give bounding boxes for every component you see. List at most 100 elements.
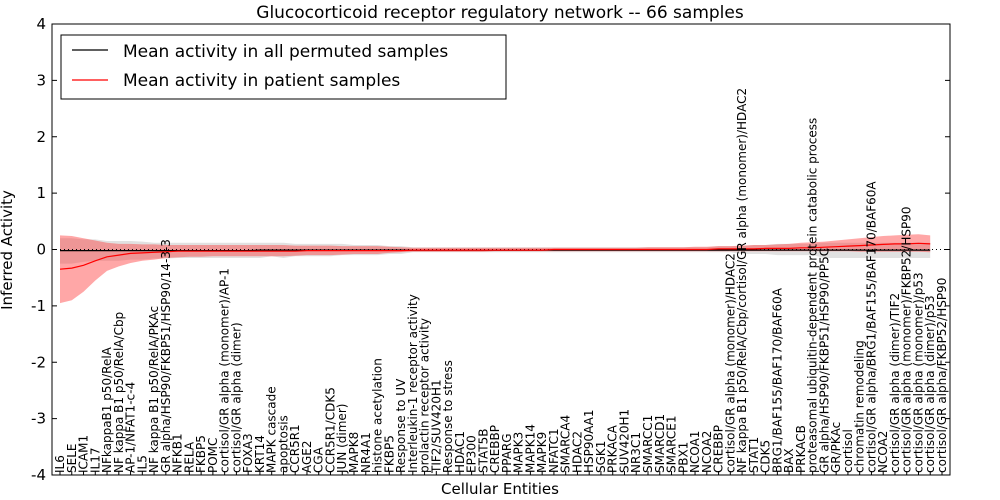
x-tick-label: NFATC1 xyxy=(547,428,561,473)
x-tick-label: cortisol/GR alpha (monomer)/FKBP52/HSP90 xyxy=(900,206,914,473)
x-tick-label: PRKACB xyxy=(794,425,808,473)
x-tick-label: NFkappaB1 p50/RelA xyxy=(100,346,114,473)
x-tick-label: STAT5B xyxy=(476,429,490,474)
y-tick-label: -1 xyxy=(31,297,46,315)
x-tick-label: IL17 xyxy=(88,448,102,474)
x-tick-label: RELA xyxy=(182,441,196,473)
x-tick-label: chromatin remodeling xyxy=(853,340,867,473)
x-tick-label: NR4A1 xyxy=(359,432,373,473)
x-tick-label: NCOA2 xyxy=(700,431,714,473)
plot-frame xyxy=(51,23,951,476)
x-tick-label: HDAC2 xyxy=(570,431,584,473)
series-lines-layer xyxy=(59,242,931,270)
x-tick-label: IL5 xyxy=(135,455,149,473)
x-tick-label: IL6 xyxy=(53,455,67,473)
x-tick-label: MAPK8 xyxy=(347,432,361,473)
x-tick-label: BRG1/BAF155/BAF170/BAF60A xyxy=(770,287,784,473)
chart-title: Glucocorticoid receptor regulatory netwo… xyxy=(256,3,744,23)
x-tick-label: CCR5R1/CDK5 xyxy=(323,387,337,473)
x-tick-label: SGK1 xyxy=(594,441,608,473)
y-axis-ticks: -4 -3 -2 -1 0 1 2 3 4 xyxy=(31,15,950,484)
x-tick-label: cortisol/GR alpha (dimer)/TIF2 xyxy=(888,293,902,473)
x-tick-label: CREBBP xyxy=(712,425,726,473)
x-tick-label: MAPK9 xyxy=(535,432,549,473)
x-tick-label: CREBBP xyxy=(488,425,502,473)
legend-label-permuted: Mean activity in all permuted samples xyxy=(123,42,448,62)
x-tick-label: NF kappa B1 p50/RelA/Cbp xyxy=(112,312,126,473)
x-tick-label: Response to stress xyxy=(441,360,455,473)
x-tick-label: cortisol/GR alpha/FKBP52/HSP90 xyxy=(935,278,949,473)
x-axis-label: Cellular Entities xyxy=(441,480,559,498)
x-tick-label: cortisol/GR alpha (monomer)/HDAC2 xyxy=(723,253,737,473)
x-tick-label: POMC xyxy=(206,438,220,473)
y-tick-label: 0 xyxy=(36,241,46,259)
y-tick-label: 1 xyxy=(36,184,46,202)
x-tick-label: GR alpha/HSP90/FKBP51/HSP90/PP5C xyxy=(817,248,831,473)
x-tick-label: NCOA1 xyxy=(688,431,702,473)
x-tick-label: FKBP5 xyxy=(382,435,396,473)
x-tick-label: cortisol/GR alpha (dimer) xyxy=(229,322,243,473)
x-tick-label: MAPK3 xyxy=(512,432,526,473)
y-tick-label: -4 xyxy=(31,466,46,484)
x-tick-label: Interleukin-1 receptor activity xyxy=(406,294,420,473)
y-tick-label: 4 xyxy=(36,15,46,33)
x-tick-label: TIF2/SUV420H1 xyxy=(429,379,443,474)
x-tick-label: CGA xyxy=(312,446,326,473)
x-tick-label: SUV420H1 xyxy=(617,409,631,473)
x-tick-label: Response to UV xyxy=(394,378,408,473)
x-tick-label: SMARCA4 xyxy=(559,415,573,473)
x-tick-label: FOXA3 xyxy=(241,433,255,473)
legend-box xyxy=(60,34,507,100)
y-tick-label: -2 xyxy=(31,353,46,371)
x-tick-label: AP-1/NFAT1-c-4 xyxy=(124,382,138,473)
x-tick-label: HDAC1 xyxy=(453,431,467,473)
x-tick-label: BAX xyxy=(782,448,796,473)
x-tick-label: proteasomal ubiquitin-dependent protein … xyxy=(806,118,820,473)
x-tick-label: MAPK cascade xyxy=(265,386,279,473)
x-tick-label: CCR5R1 xyxy=(288,424,302,473)
x-tick-label: histone acetylation xyxy=(371,358,385,473)
x-tick-label: ICAM1 xyxy=(77,435,91,473)
x-tick-label: PRKACA xyxy=(606,424,620,473)
x-tick-label: NF kappa B1 p50/RelA/Cbp/cortisol/GR alp… xyxy=(735,88,749,473)
x-tick-label: SELE xyxy=(65,444,79,473)
x-tick-label: AGE2 xyxy=(300,440,314,473)
x-tick-label: prolactin receptor activity xyxy=(418,318,432,473)
x-tick-label: SMARCE1 xyxy=(665,415,679,473)
x-tick-label: PPARG xyxy=(500,433,514,473)
x-tick-label: SMARCD1 xyxy=(653,414,667,473)
x-tick-label: JUN (dimer) xyxy=(335,404,349,474)
x-tick-label: apoptosis xyxy=(276,415,290,473)
x-tick-label: HSP90AA1 xyxy=(582,409,596,473)
x-tick-label: NR3C1 xyxy=(629,432,643,473)
x-tick-label: cortisol/GR alpha (dimer)/p53 xyxy=(923,295,937,473)
x-tick-label: NFKB1 xyxy=(171,433,185,473)
x-tick-label: EP300 xyxy=(465,435,479,473)
y-tick-label: 3 xyxy=(36,71,46,89)
y-tick-label: -3 xyxy=(31,410,46,428)
x-tick-label: SMARCC1 xyxy=(641,415,655,473)
x-tick-label: KRT14 xyxy=(253,435,267,473)
x-tick-label: STAT1 xyxy=(747,437,761,473)
x-tick-label: NCOA2 xyxy=(876,431,890,473)
x-tick-label: cortisol/GR alpha (monomer)/p53 xyxy=(911,272,925,473)
x-tick-label: MAPK14 xyxy=(523,424,537,473)
y-axis-label: Inferred Activity xyxy=(0,190,16,310)
x-tick-label: NF kappa B1 p50/RelA/PKAc xyxy=(147,306,161,473)
legend-label-patient: Mean activity in patient samples xyxy=(123,71,400,91)
y-tick-label: 2 xyxy=(36,128,46,146)
x-tick-label: PBX1 xyxy=(676,442,690,473)
x-tick-label: GR/PKAc xyxy=(829,422,843,473)
x-tick-label: cortisol xyxy=(841,429,855,473)
x-tick-label: CDK5 xyxy=(759,440,773,473)
legend: Mean activity in all permuted samples Me… xyxy=(60,34,507,100)
x-tick-label: cortisol/GR alpha/BRG1/BAF155/BAF170/BAF… xyxy=(864,181,878,473)
permuted-band-layer xyxy=(60,238,931,264)
permuted-confidence-band xyxy=(60,238,931,264)
x-tick-label: FKBP5 xyxy=(194,435,208,473)
series-line-patient xyxy=(59,242,931,270)
x-tick-label: GR alpha/HSP90/FKBP51/HSP90/14-3-3 xyxy=(159,239,173,473)
x-tick-label: cortisol/GR alpha (monomer)/AP-1 xyxy=(218,268,232,473)
